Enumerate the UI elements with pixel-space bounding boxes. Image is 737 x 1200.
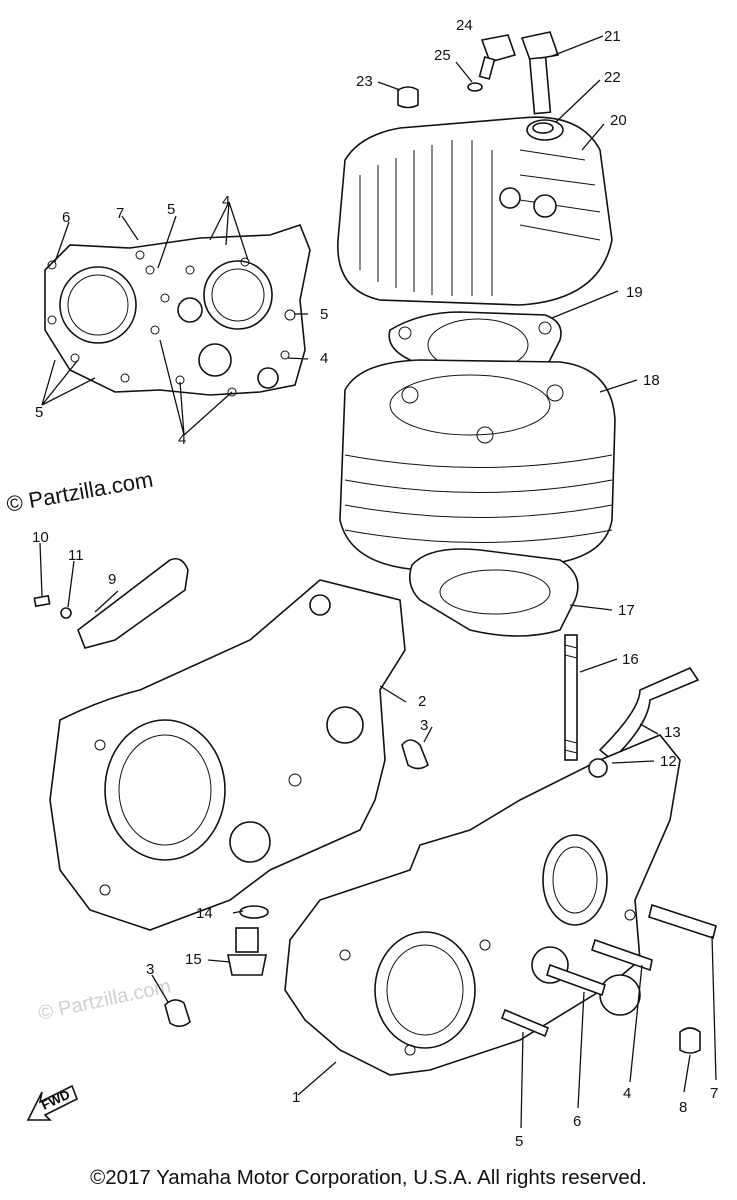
dowel-pin bbox=[401, 739, 429, 770]
callout-4: 4 bbox=[222, 193, 230, 210]
dowel-pin bbox=[164, 999, 191, 1028]
washer-11 bbox=[60, 607, 72, 619]
partzilla-watermark: © Partzilla.com bbox=[5, 467, 155, 517]
callout-4: 4 bbox=[178, 431, 186, 448]
callout-6: 6 bbox=[62, 209, 70, 226]
callout-14: 14 bbox=[196, 905, 213, 922]
drain-plug bbox=[227, 927, 267, 976]
faint-watermark: © Partzilla.com bbox=[36, 975, 172, 1025]
bolt-10 bbox=[33, 594, 51, 608]
stud-bolt bbox=[564, 634, 578, 761]
callout-25: 25 bbox=[434, 47, 451, 64]
callout-24: 24 bbox=[456, 17, 473, 34]
drain-bolt-24 bbox=[478, 34, 517, 80]
callout-19: 19 bbox=[626, 284, 643, 301]
callout-1: 1 bbox=[292, 1089, 300, 1106]
spark-plug-21 bbox=[520, 31, 560, 115]
callout-5: 5 bbox=[320, 306, 328, 323]
callout-11: 11 bbox=[68, 547, 84, 564]
cylinder-head bbox=[337, 116, 613, 306]
breather-hose bbox=[598, 666, 700, 762]
leader-lines bbox=[39, 35, 717, 1129]
callout-6: 6 bbox=[573, 1113, 581, 1130]
callout-18: 18 bbox=[643, 372, 660, 389]
callout-23: 23 bbox=[356, 73, 373, 90]
callout-7: 7 bbox=[710, 1085, 718, 1102]
inset-crankcase bbox=[44, 224, 311, 397]
washer-25 bbox=[467, 82, 483, 92]
callout-16: 16 bbox=[622, 651, 639, 668]
forward-arrow-icon: FWD bbox=[26, 1084, 79, 1121]
screw-5-bottom bbox=[500, 1008, 550, 1038]
sprocket-cover bbox=[77, 557, 189, 649]
callout-4: 4 bbox=[623, 1085, 631, 1102]
plug-23 bbox=[397, 86, 419, 109]
plug-8 bbox=[679, 1027, 701, 1054]
screw-6-bottom bbox=[546, 963, 606, 997]
callout-10: 10 bbox=[32, 529, 49, 546]
right-crankcase bbox=[284, 734, 681, 1076]
callout-9: 9 bbox=[108, 571, 116, 588]
callout-13: 13 bbox=[664, 724, 681, 741]
callout-5: 5 bbox=[515, 1133, 523, 1150]
callout-8: 8 bbox=[679, 1099, 687, 1116]
callout-7: 7 bbox=[116, 205, 124, 222]
callout-12: 12 bbox=[660, 753, 677, 770]
callout-4: 4 bbox=[320, 350, 328, 367]
callouts: 1 2 3 3 4 4 4 4 5 5 5 5 6 6 7 7 8 9 10 1… bbox=[32, 17, 718, 1150]
left-crankcase bbox=[49, 579, 406, 931]
callout-17: 17 bbox=[618, 602, 635, 619]
callout-3: 3 bbox=[146, 961, 154, 978]
callout-15: 15 bbox=[185, 951, 202, 968]
callout-21: 21 bbox=[604, 28, 621, 45]
screw-7-bottom bbox=[648, 903, 717, 940]
callout-3: 3 bbox=[420, 717, 428, 734]
callout-5: 5 bbox=[167, 201, 175, 218]
screw-4-bottom bbox=[591, 938, 653, 972]
callout-5: 5 bbox=[35, 404, 43, 421]
callout-22: 22 bbox=[604, 69, 621, 86]
base-gasket bbox=[409, 548, 579, 637]
cylinder bbox=[339, 359, 616, 571]
callout-2: 2 bbox=[418, 693, 426, 710]
copyright-notice: ©2017 Yamaha Motor Corporation, U.S.A. A… bbox=[90, 1166, 647, 1189]
gasket-22 bbox=[532, 122, 554, 134]
o-ring bbox=[239, 905, 269, 919]
callout-20: 20 bbox=[610, 112, 627, 129]
